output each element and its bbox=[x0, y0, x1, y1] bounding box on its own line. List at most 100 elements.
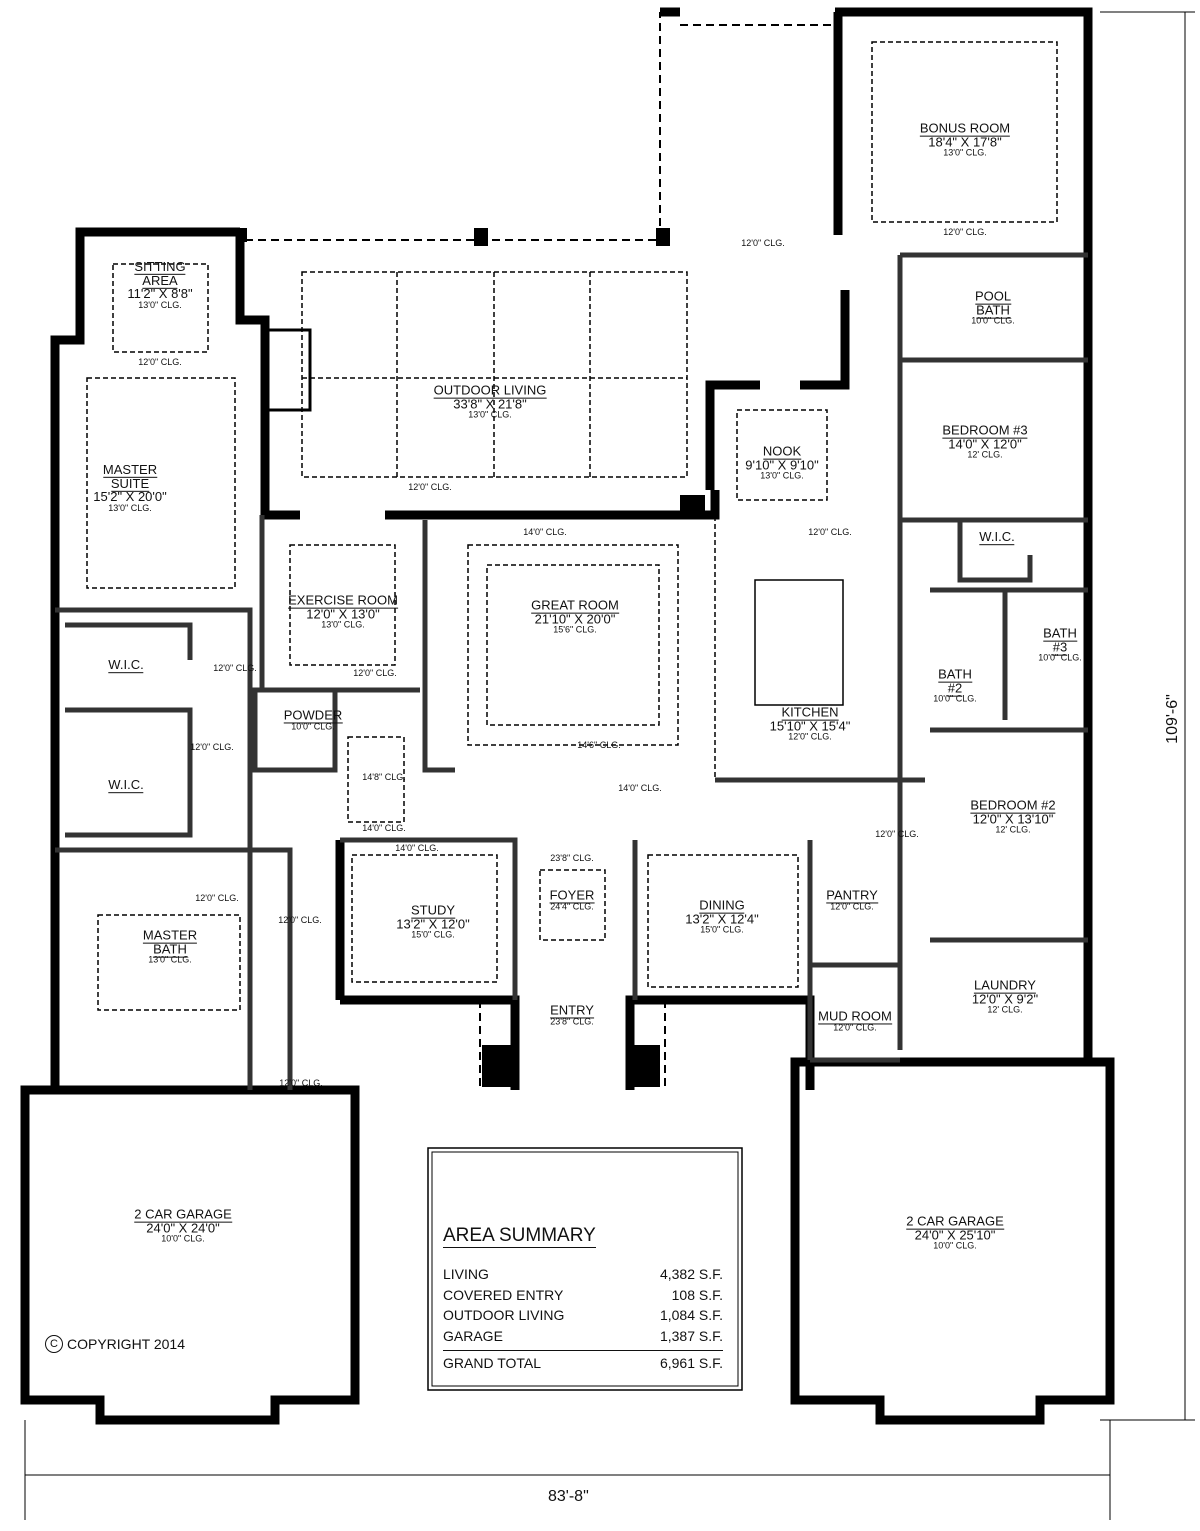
ceiling-note: 12'0" CLG. bbox=[875, 829, 919, 839]
ceiling-note: 12'0" CLG. bbox=[943, 227, 987, 237]
summary-value: 108 S.F. bbox=[671, 1286, 723, 1303]
interior-walls bbox=[55, 252, 1088, 1090]
room-name-line: OUTDOOR LIVING bbox=[433, 382, 547, 399]
room-dimensions: 9'10" X 9'10" bbox=[745, 457, 819, 473]
room-name-line: BATH bbox=[971, 302, 1014, 319]
room-name: STUDY bbox=[410, 902, 456, 919]
room-name-line: BATH bbox=[143, 941, 197, 958]
room-dimensions: 15'10" X 15'4" bbox=[769, 718, 851, 734]
room-ceiling: 10'0" CLG. bbox=[933, 1240, 977, 1251]
kitchen-island bbox=[754, 579, 844, 706]
fireplace bbox=[263, 328, 312, 412]
summary-row: OUTDOOR LIVING 1,084 S.F. bbox=[443, 1307, 723, 1328]
summary-label: LIVING bbox=[443, 1266, 489, 1282]
ceiling-note: 12'0" CLG. bbox=[195, 893, 239, 903]
room-name: ENTRY bbox=[550, 1002, 594, 1019]
room-name: BONUS ROOM bbox=[919, 120, 1011, 137]
room-name-line: 2 CAR GARAGE bbox=[906, 1213, 1004, 1230]
room-dimensions: 12'0" X 13'10" bbox=[972, 811, 1054, 827]
room-name-line: EXERCISE ROOM bbox=[288, 592, 398, 609]
ceiling-note: 14'0" CLG. bbox=[618, 783, 662, 793]
room-name: MUD ROOM bbox=[818, 1008, 892, 1025]
room-ceiling: 12' CLG. bbox=[987, 1004, 1023, 1015]
room-name: BATH bbox=[976, 302, 1010, 319]
entry-columns bbox=[237, 228, 705, 1087]
room-name: GREAT ROOM bbox=[531, 597, 619, 614]
room-name: LAUNDRY bbox=[974, 977, 1036, 994]
ceiling-note: 23'8" CLG. bbox=[550, 853, 594, 863]
room-name-line: NOOK bbox=[745, 443, 818, 460]
copyright-notice: C COPYRIGHT 2014 bbox=[45, 1335, 185, 1353]
room-ceiling: 23'8" CLG. bbox=[550, 1016, 594, 1027]
room-name-line: BONUS ROOM bbox=[919, 120, 1011, 137]
summary-row: GARAGE 1,387 S.F. bbox=[443, 1328, 723, 1349]
room-dimensions: 11'2" X 8'8" bbox=[127, 286, 193, 302]
ceiling-note: 12'0" CLG. bbox=[741, 238, 785, 248]
summary-label: GARAGE bbox=[443, 1327, 503, 1344]
room-ceiling: 12'0" CLG. bbox=[833, 1022, 877, 1033]
area-summary-frame bbox=[427, 1147, 743, 1391]
room-name-line: MUD ROOM bbox=[818, 1008, 892, 1025]
room-ceiling: 12'0" CLG. bbox=[788, 731, 832, 742]
room-ceiling: 10'0" CLG. bbox=[971, 315, 1015, 326]
room-name: NOOK bbox=[762, 443, 802, 460]
room-name: DINING bbox=[699, 897, 745, 914]
room-name-line: STUDY bbox=[396, 902, 469, 919]
room-name: 2 CAR GARAGE bbox=[134, 1206, 232, 1223]
room-name-line: BEDROOM #3 bbox=[942, 422, 1028, 439]
room-name-line: PANTRY bbox=[826, 887, 878, 904]
room-name: W.I.C. bbox=[108, 777, 144, 794]
room-name: BATH bbox=[938, 666, 972, 683]
room-dimensions: 14'0" X 12'0" bbox=[948, 436, 1022, 452]
room-name: KITCHEN bbox=[781, 704, 839, 721]
summary-value: 1,387 S.F. bbox=[659, 1327, 723, 1344]
summary-value: 1,084 S.F. bbox=[659, 1307, 723, 1323]
room-dimensions: 18'4" X 17'8" bbox=[928, 134, 1002, 150]
room-dimensions: 12'0" X 9'2" bbox=[971, 991, 1039, 1007]
copyright-text: COPYRIGHT 2014 bbox=[67, 1336, 186, 1352]
room-dimensions: 24'0" X 24'0" bbox=[146, 1220, 220, 1236]
room-label-wic2: W.I.C. bbox=[108, 777, 144, 794]
room-name-line: FOYER bbox=[549, 887, 595, 904]
room-name-line: MASTER bbox=[93, 461, 166, 478]
summary-label: OUTDOOR LIVING bbox=[443, 1307, 565, 1323]
room-name: FOYER bbox=[549, 887, 595, 904]
ceiling-note: 12'0" CLG. bbox=[138, 357, 182, 367]
room-dimensions: 13'2" X 12'4" bbox=[685, 911, 759, 927]
room-name: POWDER bbox=[283, 707, 343, 724]
room-dimensions: 15'2" X 20'0" bbox=[93, 489, 167, 505]
room-ceiling: 10'0" CLG. bbox=[1038, 652, 1082, 663]
room-ceiling: 15'0" CLG. bbox=[700, 924, 744, 935]
room-name-line: ENTRY bbox=[550, 1002, 594, 1019]
ceiling-note: 14'8" CLG. bbox=[362, 772, 406, 782]
room-name-line: DINING bbox=[685, 897, 758, 914]
room-name: 2 CAR GARAGE bbox=[906, 1213, 1004, 1230]
room-ceiling: 10'0" CLG. bbox=[161, 1233, 205, 1244]
summary-label: COVERED ENTRY bbox=[443, 1286, 564, 1303]
room-name: BATH bbox=[153, 941, 187, 958]
dimension-lines bbox=[24, 11, 1195, 1520]
room-dimensions: 21'10" X 20'0" bbox=[534, 611, 616, 627]
ceiling-note: 14'6" CLG. bbox=[577, 740, 621, 750]
room-outlines bbox=[86, 41, 1058, 1011]
room-name: MASTER bbox=[102, 461, 158, 478]
room-name-line: BATH bbox=[1038, 625, 1081, 642]
